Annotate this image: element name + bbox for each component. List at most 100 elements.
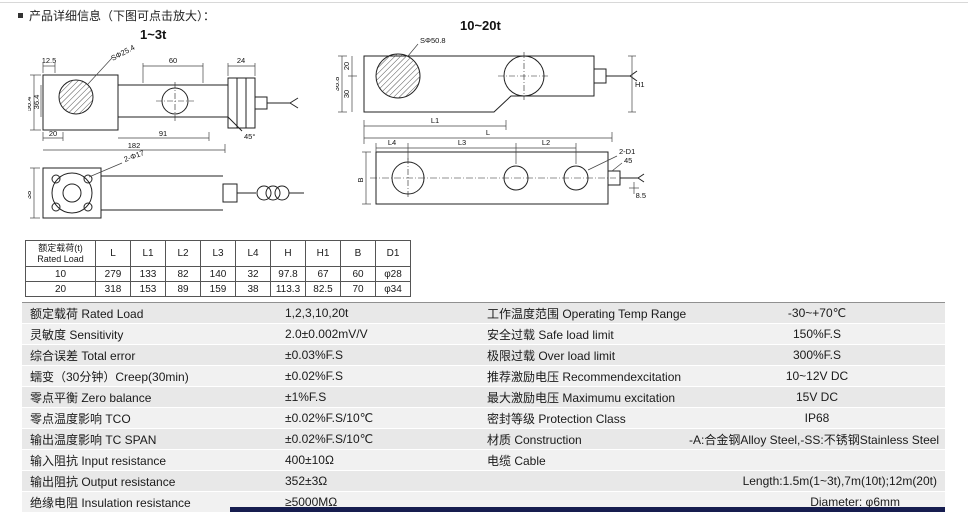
- spec-label: 推荐激励电压 Recommendexcitation: [487, 369, 682, 384]
- rated-load-header-en: Rated Load: [37, 253, 84, 264]
- spec-value: 10~12V DC: [785, 369, 849, 383]
- dim-8-5: 8.5: [636, 191, 646, 200]
- spec-value: -A:合金钢Alloy Steel,-SS:不锈钢Stainless Steel: [689, 432, 940, 447]
- end-view: [42, 167, 304, 219]
- side-view: [42, 74, 299, 132]
- dimension-lines: [30, 57, 256, 219]
- spec-value: 352±3Ω: [285, 474, 328, 488]
- rated-load-header: 额定载荷(t) Rated Load: [25, 240, 96, 267]
- cell: φ28: [375, 266, 411, 282]
- cell: 159: [200, 281, 236, 297]
- col-header: D1: [375, 240, 411, 267]
- dim-56-4: 56.4: [28, 97, 33, 112]
- dim-l4: L4: [388, 138, 396, 147]
- dim-20: 20: [342, 62, 351, 70]
- dim-60: 60: [169, 56, 177, 65]
- dim-12-5: 12.5: [42, 56, 57, 65]
- spec-label: 零点平衡 Zero balance: [30, 390, 152, 405]
- dim-30: 30: [342, 90, 351, 98]
- cell: 82.5: [305, 281, 341, 297]
- dim-182: 182: [128, 141, 141, 150]
- dimension-table-header-row: 额定载荷(t) Rated Load L L1 L2 L3 L4 H H1 B …: [25, 240, 411, 267]
- dim-45deg: 45°: [244, 132, 255, 141]
- dim-24: 24: [237, 56, 245, 65]
- spec-value: ±0.02%F.S: [285, 369, 343, 383]
- spec-label: 密封等级 Protection Class: [487, 411, 626, 426]
- cell: 140: [200, 266, 236, 282]
- cell: 97.8: [270, 266, 306, 282]
- dim-l2: L2: [542, 138, 550, 147]
- dim-sphere: SΦ50.8: [420, 36, 446, 45]
- dim-l: L: [486, 128, 490, 137]
- section-title: 产品详细信息（下图可点击放大）：: [29, 9, 216, 23]
- col-header: H1: [305, 240, 341, 267]
- dim-sphere: SΦ25.4: [109, 43, 136, 63]
- cell: 279: [95, 266, 131, 282]
- top-view: [370, 151, 645, 205]
- drawing-1-3t[interactable]: 12.5 SΦ25.4 60 24 56.4 36.4 20 91 182 45…: [28, 40, 318, 238]
- top-divider: [0, 2, 968, 3]
- cell: 38: [235, 281, 271, 297]
- spec-value: 150%F.S: [792, 327, 842, 341]
- col-header: L: [95, 240, 131, 267]
- rated-load-header-cn: 额定载荷(t): [38, 243, 83, 254]
- spec-value: -30~+70℃: [787, 306, 847, 320]
- spec-label: 材质 Construction: [487, 432, 582, 447]
- dimension-lines: [338, 43, 639, 205]
- spec-label: 输入阻抗 Input resistance: [30, 453, 167, 468]
- col-header: H: [270, 240, 306, 267]
- col-header: L3: [200, 240, 236, 267]
- bottom-divider: [230, 507, 945, 512]
- spec-label: 零点温度影响 TCO: [30, 411, 131, 426]
- dim-38: 38: [28, 191, 33, 199]
- cell: 60: [340, 266, 376, 282]
- spec-label: 电缆 Cable: [487, 453, 546, 468]
- col-header: L1: [130, 240, 166, 267]
- spec-value: 400±10Ω: [285, 453, 334, 467]
- cell: 32: [235, 266, 271, 282]
- spec-label: 最大激励电压 Maximumu excitation: [487, 390, 676, 405]
- cell: 89: [165, 281, 201, 297]
- col-header: B: [340, 240, 376, 267]
- spec-row: 输出阻抗 Output resistance 352±3Ω Length:1.5…: [22, 471, 945, 492]
- spec-label: 工作温度范围 Operating Temp Range: [487, 306, 687, 321]
- spec-row: 综合误差 Total error ±0.03%F.S 极限过载 Over loa…: [22, 345, 945, 366]
- cell: 20: [25, 281, 96, 297]
- drawing-title-1-3t: 1~3t: [140, 27, 167, 42]
- dim-holes-17: 2-Φ17: [123, 148, 146, 164]
- dim-l1: L1: [431, 116, 439, 125]
- drawing-10-20t[interactable]: SΦ50.8 H1 36.8 20 30 L1 L L4 L3 L2 2-D1 …: [336, 30, 648, 238]
- spec-value: IP68: [804, 411, 830, 425]
- dimension-table: 额定载荷(t) Rated Load L L1 L2 L3 L4 H H1 B …: [25, 240, 411, 297]
- cell: 67: [305, 266, 341, 282]
- cell: 133: [130, 266, 166, 282]
- cell: 82: [165, 266, 201, 282]
- section-header: 产品详细信息（下图可点击放大）：: [18, 7, 215, 24]
- spec-label: 绝缘电阻 Insulation resistance: [30, 495, 191, 510]
- spec-label: 极限过载 Over load limit: [487, 348, 616, 363]
- side-view: [363, 52, 638, 113]
- cell: 113.3: [270, 281, 306, 297]
- spec-value: ±0.02%F.S/10℃: [285, 432, 374, 446]
- spec-value: 15V DC: [795, 390, 839, 404]
- spec-label: 输出阻抗 Output resistance: [30, 474, 176, 489]
- spec-label: 综合误差 Total error: [30, 348, 136, 363]
- spec-label: 灵敏度 Sensitivity: [30, 327, 124, 342]
- dim-91: 91: [159, 129, 167, 138]
- col-header: L4: [235, 240, 271, 267]
- spec-row: 零点温度影响 TCO ±0.02%F.S/10℃ 密封等级 Protection…: [22, 408, 945, 429]
- spec-value: ±0.02%F.S/10℃: [285, 411, 374, 425]
- dim-36-8: 36.8: [336, 77, 341, 92]
- spec-label: 额定载荷 Rated Load: [30, 306, 144, 321]
- spec-label: 输出温度影响 TC SPAN: [30, 432, 157, 447]
- spec-value: Length:1.5m(1~3t),7m(10t);12m(20t): [742, 474, 937, 488]
- drawing-title-10-20t: 10~20t: [460, 18, 501, 33]
- spec-value: ≥5000MΩ: [285, 495, 338, 509]
- dim-20: 20: [49, 129, 57, 138]
- cell: 318: [95, 281, 131, 297]
- dim-45: 45: [624, 156, 632, 165]
- spec-row: 蠕变（30分钟）Creep(30min) ±0.02%F.S 推荐激励电压 Re…: [22, 366, 945, 387]
- spec-label: 安全过载 Safe load limit: [487, 327, 614, 342]
- dim-l3: L3: [458, 138, 466, 147]
- table-row: 20 318 153 89 159 38 113.3 82.5 70 φ34: [25, 281, 411, 297]
